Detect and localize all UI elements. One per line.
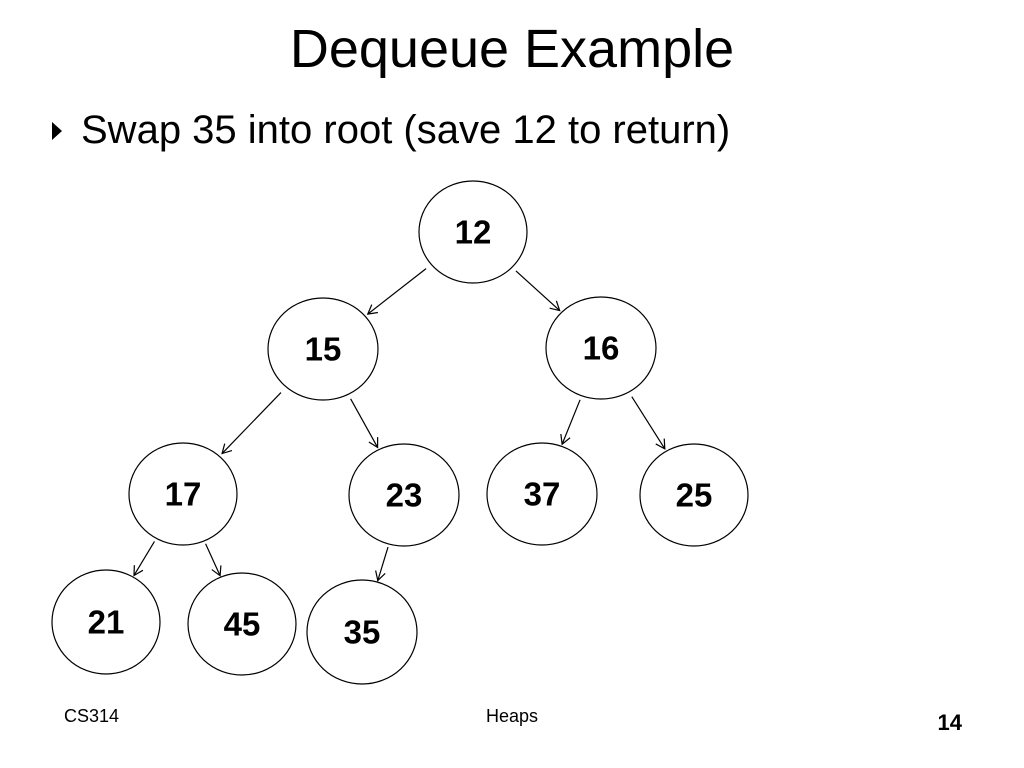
tree-node-15: 15 bbox=[267, 297, 379, 401]
edge-n17-n21 bbox=[133, 541, 155, 577]
bullet-text: Swap 35 into root (save 12 to return) bbox=[81, 108, 731, 152]
node-label: 25 bbox=[676, 477, 713, 514]
tree-node-25: 25 bbox=[639, 443, 749, 547]
node-circle bbox=[267, 297, 379, 401]
footer-topic: Heaps bbox=[485, 706, 539, 726]
node-label: 37 bbox=[524, 476, 561, 513]
triangle-right-icon bbox=[52, 122, 62, 140]
tree-node-37: 37 bbox=[486, 442, 598, 546]
node-circle bbox=[418, 180, 528, 284]
edge-n16-n37 bbox=[560, 399, 581, 446]
tree-node-16: 16 bbox=[545, 296, 657, 400]
edge-n17-n45 bbox=[205, 543, 222, 577]
tree-node-35: 35 bbox=[306, 579, 418, 685]
node-label: 15 bbox=[305, 331, 342, 368]
tree-node-23: 23 bbox=[348, 443, 460, 547]
tree-node-12: 12 bbox=[418, 180, 528, 284]
node-circle bbox=[128, 442, 238, 546]
edge-n23-n35 bbox=[375, 546, 389, 582]
node-label: 12 bbox=[455, 214, 492, 251]
footer-course: CS314 bbox=[64, 706, 120, 726]
bullet-item: Swap 35 into root (save 12 to return) bbox=[52, 104, 730, 156]
node-label: 23 bbox=[386, 477, 423, 514]
tree-node-21: 21 bbox=[51, 569, 161, 675]
node-label: 21 bbox=[88, 604, 125, 641]
node-circle bbox=[306, 579, 418, 685]
node-circle bbox=[545, 296, 657, 400]
edge-n12-n15 bbox=[366, 268, 427, 315]
node-circle bbox=[187, 572, 297, 676]
node-circle bbox=[51, 569, 161, 675]
tree-node-17: 17 bbox=[128, 442, 238, 546]
node-label: 17 bbox=[165, 476, 202, 513]
node-label: 45 bbox=[224, 606, 261, 643]
node-circle bbox=[486, 442, 598, 546]
tree-node-45: 45 bbox=[187, 572, 297, 676]
node-circle bbox=[348, 443, 460, 547]
node-label: 35 bbox=[344, 614, 381, 651]
slide-title: Dequeue Example bbox=[289, 19, 735, 79]
edge-n15-n17 bbox=[221, 392, 282, 455]
edge-n12-n16 bbox=[515, 270, 561, 312]
node-label: 16 bbox=[583, 330, 620, 367]
node-circle bbox=[639, 443, 749, 547]
page-number: 14 bbox=[937, 710, 962, 735]
edge-n16-n25 bbox=[631, 396, 666, 450]
edge-n15-n23 bbox=[350, 398, 379, 449]
